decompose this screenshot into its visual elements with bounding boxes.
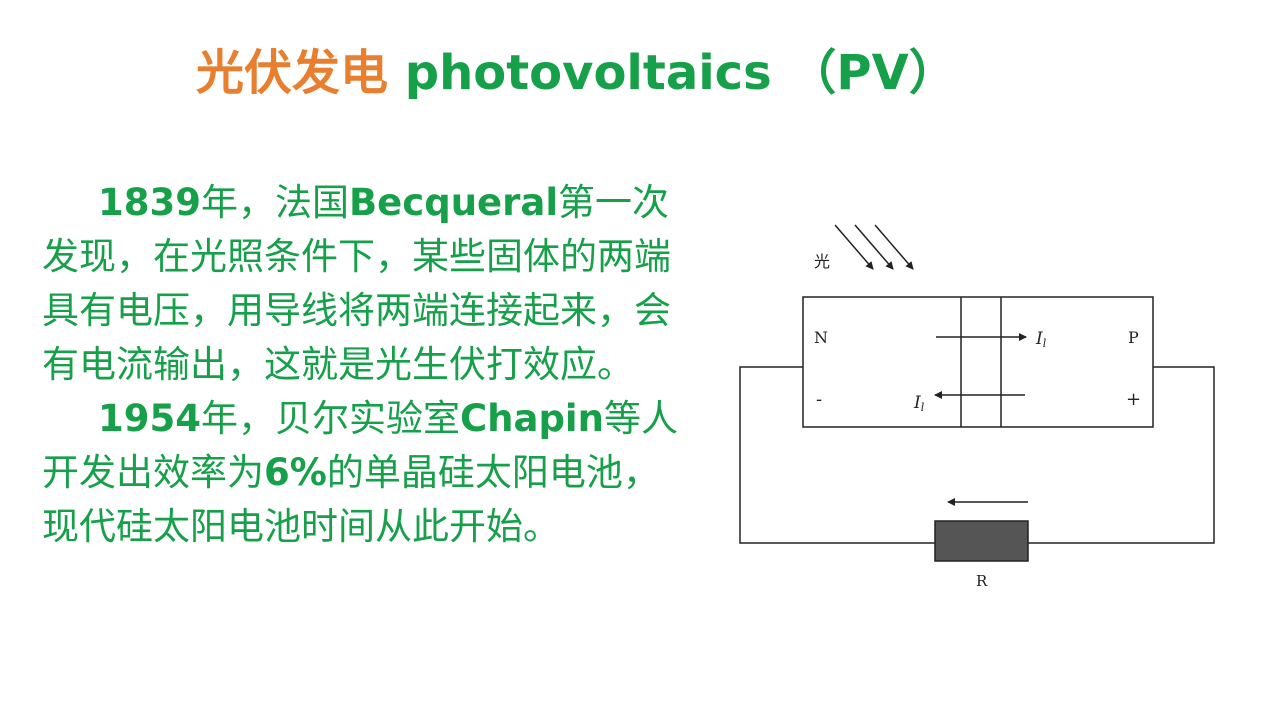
load-resistor xyxy=(934,520,1029,562)
para1-text-a: 年，法国 xyxy=(200,181,349,224)
p-region-label: P xyxy=(1128,328,1139,347)
paragraph-1839: 1839年，法国Becqueral第一次发现，在光照条件下，某些固体的两端具有电… xyxy=(42,176,692,392)
current-label-top: Il xyxy=(1035,329,1047,350)
name-becqueral: Becqueral xyxy=(348,181,559,224)
plus-terminal-label: + xyxy=(1126,389,1141,410)
current-label-bottom: Il xyxy=(913,393,925,414)
light-ray-3 xyxy=(874,224,914,270)
title-chinese: 光伏发电 xyxy=(196,45,389,101)
efficiency-value: 6% xyxy=(264,451,327,494)
year-1839: 1839 xyxy=(98,181,201,224)
slide-title: 光伏发电 photovoltaics （PV） xyxy=(196,38,957,108)
resistor-label: R xyxy=(976,572,988,590)
circuit-wire xyxy=(739,366,1215,544)
body-text: 1839年，法国Becqueral第一次发现，在光照条件下，某些固体的两端具有电… xyxy=(42,176,692,554)
pv-cell-circuit-diagram: 光 N P - + Il Il R xyxy=(730,205,1230,605)
light-ray-2 xyxy=(854,224,894,270)
circuit-svg: 光 N P - + Il Il R xyxy=(739,224,1215,590)
n-region-label: N xyxy=(814,328,828,347)
para2-text-b: 等人开发出效率为 xyxy=(42,397,678,494)
name-chapin: Chapin xyxy=(459,397,604,440)
para2-text-a: 年，贝尔实验室 xyxy=(200,397,460,440)
minus-terminal-label: - xyxy=(816,389,822,410)
title-english: photovoltaics （PV） xyxy=(388,45,957,101)
light-ray-1 xyxy=(834,224,874,270)
light-label: 光 xyxy=(814,252,830,271)
para1-text-b: 第一次发现，在光照条件下，某些固体的两端具有电压，用导线将两端连接起来，会有电流… xyxy=(42,181,671,386)
para2-text-c: 的单晶硅太阳电池，现代硅太阳电池时间从此开始。 xyxy=(42,451,660,548)
year-1954: 1954 xyxy=(98,397,201,440)
paragraph-1954: 1954年，贝尔实验室Chapin等人开发出效率为6%的单晶硅太阳电池，现代硅太… xyxy=(42,392,692,554)
pn-cell xyxy=(802,296,1154,428)
